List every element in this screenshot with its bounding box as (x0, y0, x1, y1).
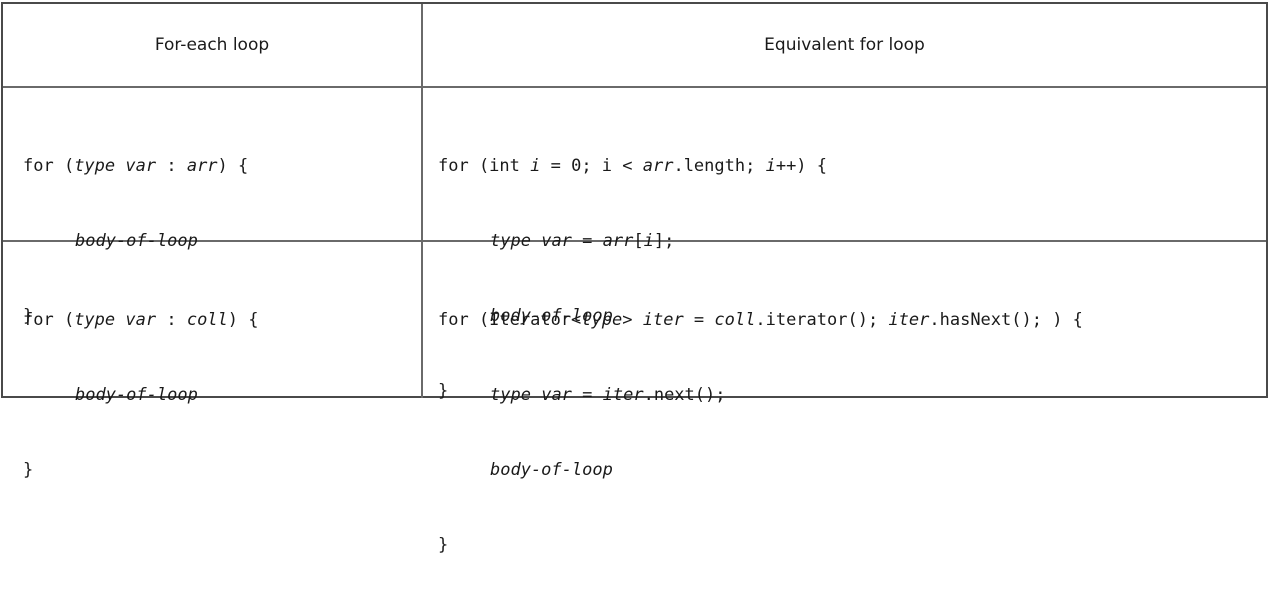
code-token-iter: iter (888, 310, 930, 330)
code-line: body-of-loop (23, 229, 248, 254)
table-header-row: For-each loop Equivalent for loop (3, 4, 1266, 88)
code-token: = (571, 385, 603, 405)
code-token: for ( (23, 156, 75, 176)
code-token: ) { (217, 156, 249, 176)
table-row-array: for (type var : arr) { body-of-loop } fo… (3, 88, 1266, 401)
code-foreach-array: for (type var : arr) { body-of-loop } (23, 104, 248, 379)
code-token (531, 385, 541, 405)
code-line: } (23, 304, 248, 329)
code-line: for (type var : coll) { (23, 308, 259, 333)
code-line: for (int i = 0; i < arr.length; i++) { (438, 154, 827, 179)
code-foreach-collection: for (type var : coll) { body-of-loop } (23, 258, 259, 533)
code-token-i: i (643, 231, 654, 251)
code-token: > (622, 310, 643, 330)
code-token-body: body-of-loop (75, 231, 198, 251)
cell-foreach-collection: for (type var : coll) { body-of-loop } (3, 242, 423, 480)
table-row-collection: for (type var : coll) { body-of-loop } f… (3, 242, 1266, 555)
code-line: body-of-loop (438, 458, 1083, 483)
code-token (115, 156, 125, 176)
code-token: .iterator(); (755, 310, 889, 330)
code-line: body-of-loop (438, 304, 827, 329)
code-token: .length; (673, 156, 766, 176)
code-token-i: i (765, 156, 776, 176)
code-token: } (438, 535, 449, 555)
code-token: = (571, 231, 603, 251)
code-token-i: i (530, 156, 541, 176)
code-token-arr: arr (602, 231, 634, 251)
code-token: .hasNext(); ) { (929, 310, 1083, 330)
code-token: ]; (653, 231, 675, 251)
code-token-var: var (541, 231, 572, 251)
code-token: } (23, 460, 34, 480)
header-foreach-loop: For-each loop (3, 4, 423, 86)
code-token-body: body-of-loop (490, 460, 613, 480)
code-line: } (438, 379, 827, 404)
code-token-type: type (74, 310, 116, 330)
code-token-var: var (125, 156, 157, 176)
code-token: ++) { (775, 156, 828, 176)
code-line: for (Iterator<type> iter = coll.iterator… (438, 308, 1083, 333)
code-token: ) { (227, 310, 259, 330)
code-token: } (23, 306, 34, 326)
code-token-iter: iter (642, 310, 684, 330)
cell-equivalent-array: for (int i = 0; i < arr.length; i++) { t… (423, 88, 1266, 401)
code-token-iter: iter (602, 385, 644, 405)
code-token: for (int (438, 156, 531, 176)
code-token: for (Iterator< (438, 310, 582, 330)
code-token-type: type (490, 231, 531, 251)
code-token-var: var (541, 385, 572, 405)
code-line: for (type var : arr) { (23, 154, 248, 179)
code-token-coll: coll (186, 310, 228, 330)
code-equivalent-collection: for (Iterator<type> iter = coll.iterator… (438, 258, 1083, 608)
code-line: type var = iter.next(); (438, 383, 1083, 408)
code-line: } (438, 533, 1083, 558)
code-token-coll: coll (714, 310, 756, 330)
header-equivalent-for-loop: Equivalent for loop (764, 35, 925, 55)
code-token: = (683, 310, 715, 330)
code-token: : (156, 310, 187, 330)
code-token: } (438, 381, 449, 401)
cell-equivalent-collection: for (Iterator<type> iter = coll.iterator… (423, 242, 1266, 555)
code-token: : (156, 156, 187, 176)
code-token-type: type (490, 385, 531, 405)
code-token-var: var (125, 310, 157, 330)
code-token (115, 310, 125, 330)
code-token-arr: arr (186, 156, 218, 176)
code-token: = 0; i < (540, 156, 643, 176)
code-equivalent-array: for (int i = 0; i < arr.length; i++) { t… (438, 104, 827, 454)
code-token-arr: arr (642, 156, 674, 176)
code-token-body: body-of-loop (75, 385, 198, 405)
code-token: .next(); (643, 385, 726, 405)
code-token: for ( (23, 310, 75, 330)
code-line: } (23, 458, 259, 483)
code-line: type var = arr[i]; (438, 229, 827, 254)
code-token-type: type (581, 310, 623, 330)
code-token: [ (633, 231, 644, 251)
loop-comparison-table: For-each loop Equivalent for loop for (t… (1, 2, 1268, 555)
code-token-type: type (74, 156, 116, 176)
code-line: body-of-loop (23, 383, 259, 408)
cell-foreach-array: for (type var : arr) { body-of-loop } (3, 88, 423, 326)
code-token-body: body-of-loop (490, 306, 613, 326)
